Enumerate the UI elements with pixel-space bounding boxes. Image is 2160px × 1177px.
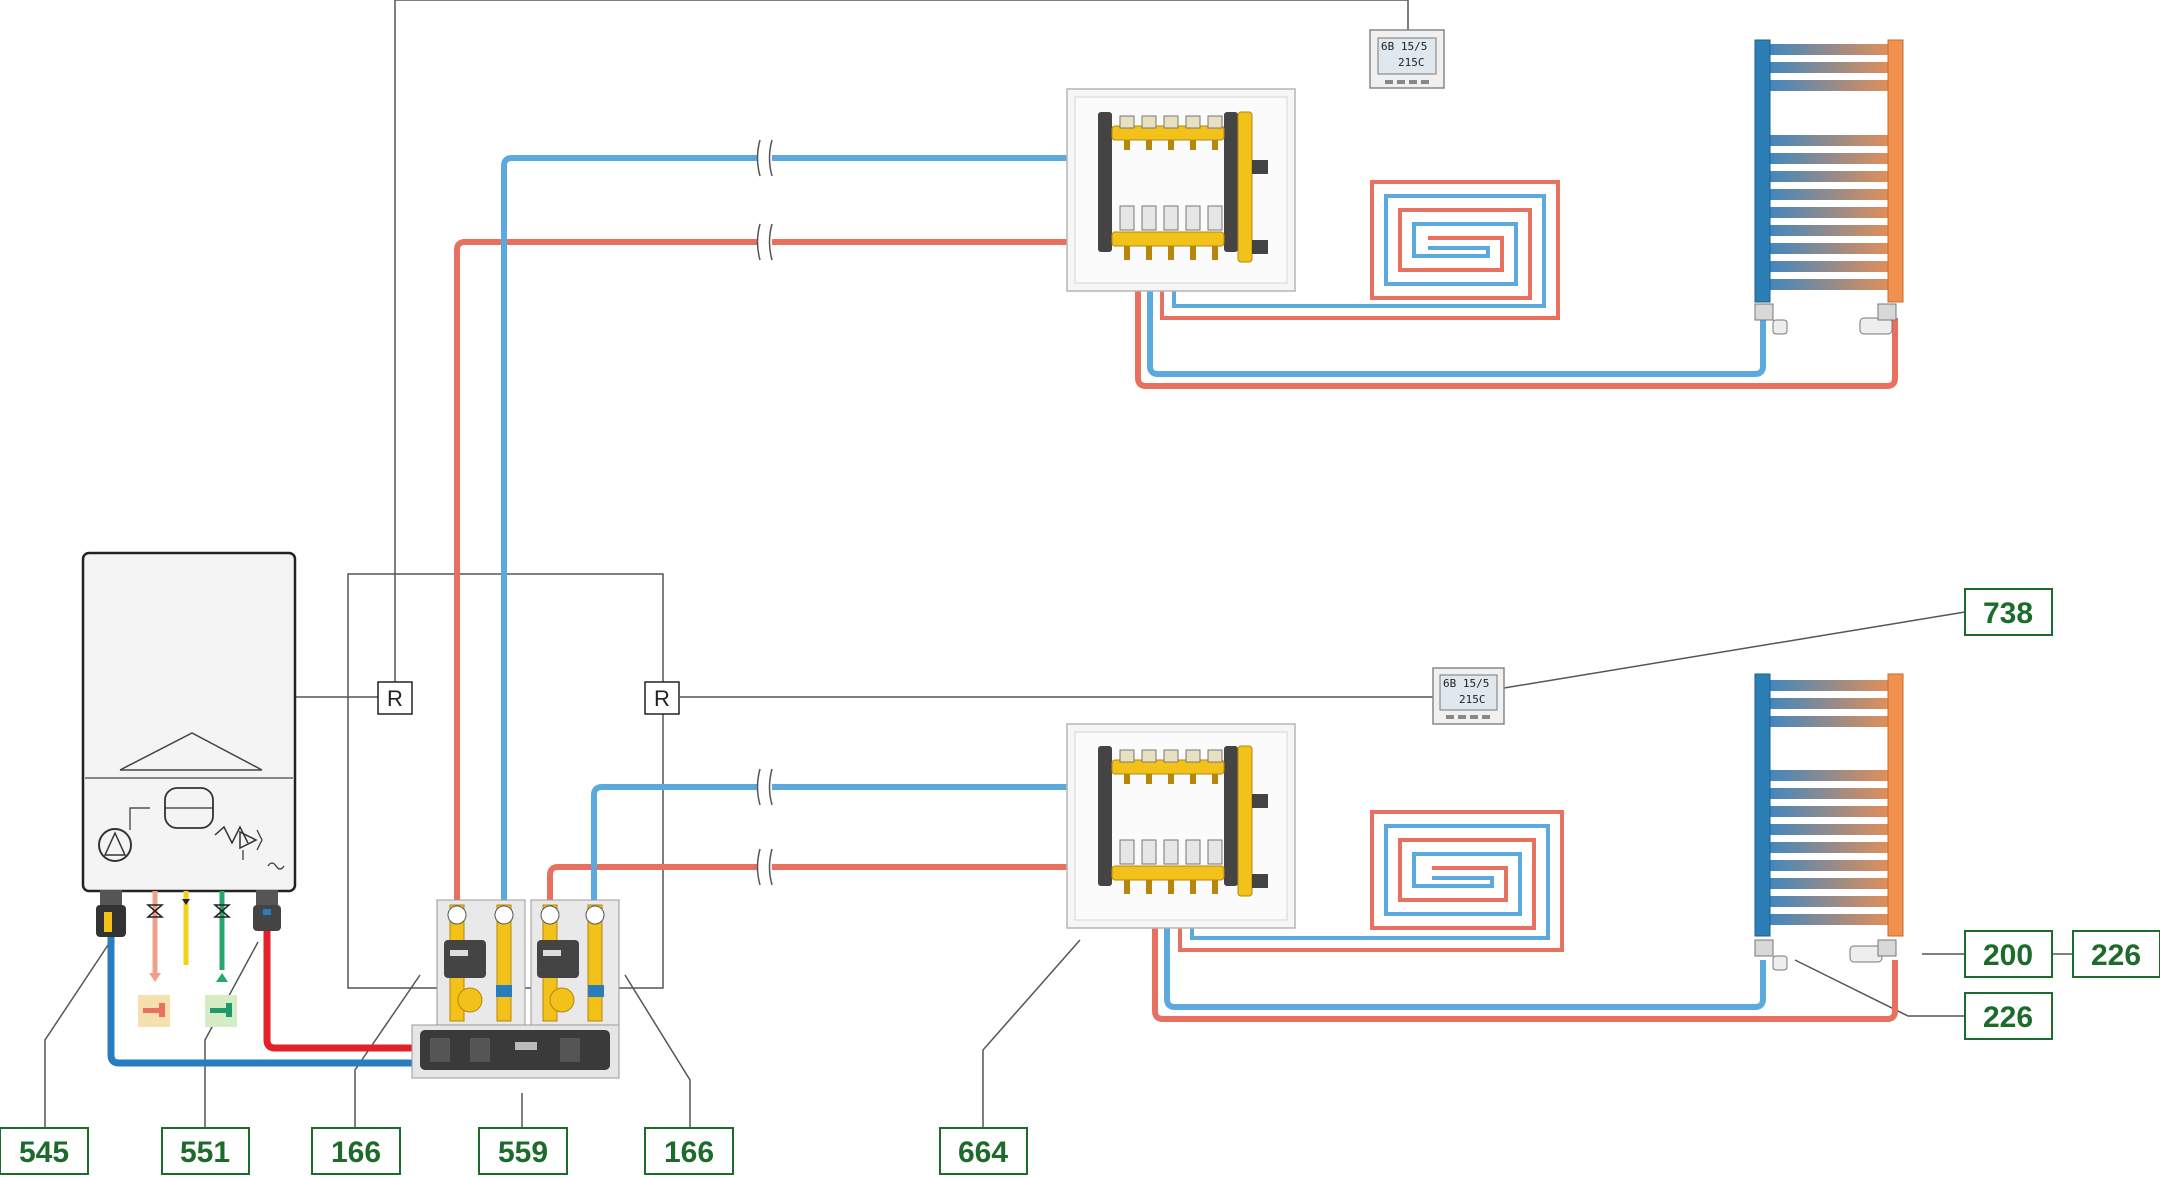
label-738: 738 bbox=[1964, 588, 2053, 636]
circulation-pump-icon bbox=[98, 828, 132, 862]
thermostat-icon: 6B 15/5 215C bbox=[1369, 29, 1445, 89]
cold-tap-icon bbox=[205, 995, 237, 1027]
svg-text:738: 738 bbox=[1983, 597, 2033, 630]
safety-valve-icon bbox=[214, 825, 263, 860]
thermostat-small-text: 6B 15/5 bbox=[1443, 677, 1489, 690]
label-166-right: 166 bbox=[644, 1127, 734, 1175]
hydraulic-separator bbox=[411, 1024, 620, 1079]
towel-radiator-icon bbox=[1754, 39, 1904, 335]
svg-text:551: 551 bbox=[180, 1136, 230, 1169]
manifold-icon bbox=[1098, 111, 1268, 263]
label-226-right: 226 bbox=[2072, 930, 2160, 978]
manifold-cabinet-upper bbox=[1066, 88, 1296, 292]
thermostat-small-text: 6B 15/5 bbox=[1381, 40, 1427, 53]
label-166-left: 166 bbox=[311, 1127, 401, 1175]
control-wiring bbox=[44, 0, 2075, 1128]
pipe-break-marks bbox=[756, 139, 773, 886]
thermostat-icon: 6B 15/5 215C bbox=[1432, 667, 1505, 725]
relay-box-1: R bbox=[377, 681, 413, 715]
hot-tap-icon bbox=[138, 995, 170, 1027]
towel-radiator-icon bbox=[1754, 673, 1904, 971]
svg-text:559: 559 bbox=[498, 1136, 548, 1169]
manifold-cabinet-lower bbox=[1066, 723, 1296, 929]
relay-label: R bbox=[654, 686, 670, 711]
svg-text:226: 226 bbox=[1983, 1001, 2033, 1034]
svg-text:166: 166 bbox=[331, 1136, 381, 1169]
label-200: 200 bbox=[1964, 930, 2053, 978]
pump-group-2 bbox=[530, 899, 620, 1029]
main-pipes bbox=[107, 931, 412, 1067]
svg-text:200: 200 bbox=[1983, 939, 2033, 972]
relay-label: R bbox=[387, 686, 403, 711]
underfloor-coil-lower bbox=[1178, 810, 1564, 952]
underfloor-coil-upper bbox=[1160, 180, 1560, 320]
relay-box-2: R bbox=[644, 681, 680, 715]
manifold-icon bbox=[1098, 745, 1268, 897]
svg-text:226: 226 bbox=[2091, 939, 2141, 972]
expansion-vessel-icon bbox=[129, 787, 214, 830]
svg-text:664: 664 bbox=[958, 1136, 1008, 1169]
label-559: 559 bbox=[478, 1127, 568, 1175]
thermostat-temp: 215C bbox=[1398, 56, 1425, 69]
boiler-unit-icon bbox=[81, 551, 297, 893]
label-664: 664 bbox=[939, 1127, 1028, 1175]
svg-text:545: 545 bbox=[19, 1136, 69, 1169]
pump-group-1 bbox=[436, 899, 526, 1029]
label-551: 551 bbox=[161, 1127, 250, 1175]
label-545: 545 bbox=[0, 1127, 89, 1175]
distribution-pipes bbox=[454, 155, 1898, 1022]
boiler-connections bbox=[96, 890, 281, 1027]
svg-text:166: 166 bbox=[664, 1136, 714, 1169]
thermostat-temp: 215C bbox=[1459, 693, 1486, 706]
label-226-lower: 226 bbox=[1964, 992, 2053, 1040]
